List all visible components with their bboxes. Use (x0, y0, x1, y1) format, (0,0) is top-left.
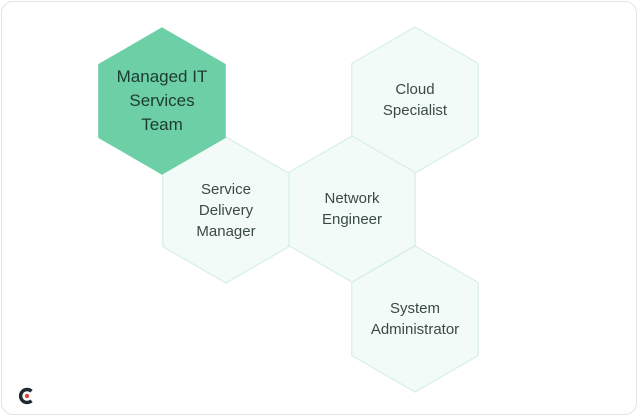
hex-managed-it-services-team (98, 27, 226, 175)
label-network-engineer: Network Engineer (321, 190, 383, 228)
label-system-administrator: System Administrator (370, 300, 460, 338)
label-cloud-specialist: Cloud Specialist (382, 81, 448, 119)
hex-system-administrator (351, 245, 479, 393)
brand-c-logo-icon (18, 387, 33, 405)
label-managed-it-services-team: Managed IT Services Team (116, 67, 208, 134)
label-service-delivery-manager: Service Delivery Manager (196, 180, 256, 240)
